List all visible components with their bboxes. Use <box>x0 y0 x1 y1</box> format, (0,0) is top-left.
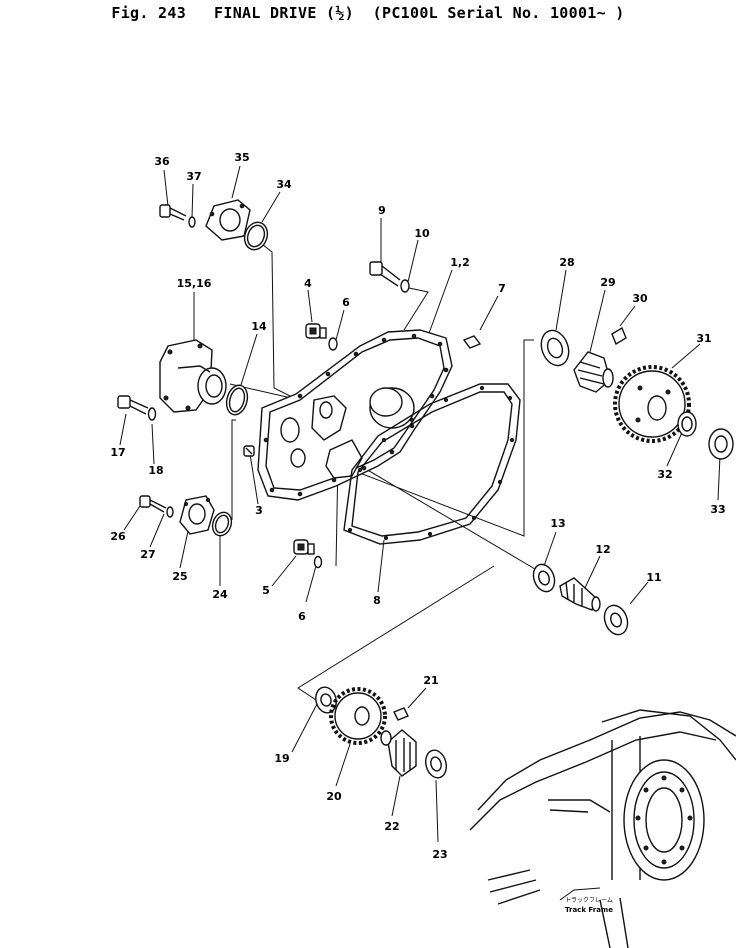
callout-36: 36 <box>154 155 170 168</box>
bearing-11 <box>603 604 629 636</box>
callout-22: 22 <box>384 820 399 833</box>
o-ring-14 <box>225 384 249 416</box>
washer-10 <box>400 279 410 293</box>
bolt-17 <box>117 395 149 415</box>
callout-24: 24 <box>212 588 228 601</box>
callout-14: 14 <box>251 320 267 333</box>
model-serial: (PC100L Serial No. 10001~ ) <box>372 4 625 22</box>
callout-11: 11 <box>646 571 661 584</box>
callout-20: 20 <box>326 790 342 803</box>
bearing-28 <box>540 329 570 367</box>
washer-27 <box>166 506 174 518</box>
callout-12: 12 <box>595 543 610 556</box>
bearing-23 <box>424 749 448 779</box>
callout-30: 30 <box>632 292 648 305</box>
washer-18 <box>147 407 157 421</box>
callout-37: 37 <box>186 170 201 183</box>
o-ring-24 <box>211 511 233 537</box>
callout-26: 26 <box>110 530 126 543</box>
callout-6-upper: 6 <box>342 296 350 309</box>
gear-20 <box>329 687 387 745</box>
figure-number: Fig. 243 <box>111 4 187 22</box>
callout-15-16: 15,16 <box>177 277 212 290</box>
shaft-22 <box>380 729 417 777</box>
plug-3 <box>243 445 255 457</box>
o-ring-6-upper <box>328 337 338 351</box>
frame-bolt-holes <box>635 775 693 865</box>
callout-32: 32 <box>657 468 672 481</box>
gasket-holes <box>347 385 515 541</box>
o-ring-6-lower <box>313 555 323 569</box>
housing-15-16 <box>159 339 227 413</box>
bolt-26 <box>139 495 167 513</box>
gear-31 <box>613 365 691 443</box>
track-frame-label: トラックフレーム Track Frame <box>565 897 613 914</box>
callout-labels: 36 37 35 34 9 10 1,2 28 29 30 31 15,16 4… <box>110 151 725 861</box>
shaft-12 <box>559 577 601 612</box>
track-frame-label-jp: トラックフレーム <box>565 897 613 904</box>
callout-25: 25 <box>172 570 187 583</box>
callout-17: 17 <box>110 446 125 459</box>
figure-name: FINAL DRIVE (½) <box>214 4 354 22</box>
final-drive-case <box>257 329 453 501</box>
callout-35: 35 <box>234 151 249 164</box>
callout-29: 29 <box>600 276 615 289</box>
o-ring-34 <box>243 221 269 251</box>
cover-25 <box>179 495 215 535</box>
pin-7 <box>462 335 482 349</box>
gasket <box>343 383 521 545</box>
callout-10: 10 <box>414 227 430 240</box>
bolt-36 <box>159 204 187 221</box>
figure-title: Fig. 243 FINAL DRIVE (½) (PC100L Serial … <box>0 4 736 22</box>
callout-1-2: 1,2 <box>450 256 470 269</box>
cover-35 <box>205 199 251 241</box>
key-30 <box>611 326 627 346</box>
callout-33: 33 <box>710 503 725 516</box>
callout-6-lower: 6 <box>298 610 306 623</box>
callout-18: 18 <box>148 464 163 477</box>
callout-8: 8 <box>373 594 381 607</box>
bolt-9 <box>369 261 401 287</box>
callout-34: 34 <box>276 178 292 191</box>
plug-4 <box>305 323 327 339</box>
pinion-29 <box>573 351 614 393</box>
plug-5 <box>293 539 315 555</box>
callout-3: 3 <box>255 504 263 517</box>
callout-7: 7 <box>498 282 506 295</box>
callout-23: 23 <box>432 848 447 861</box>
callout-21: 21 <box>423 674 438 687</box>
callout-19: 19 <box>274 752 289 765</box>
callout-9: 9 <box>378 204 386 217</box>
leader-lines <box>119 165 721 843</box>
callout-28: 28 <box>559 256 574 269</box>
track-frame-label-en: Track Frame <box>565 906 613 914</box>
bearing-33 <box>708 428 734 460</box>
callout-5: 5 <box>262 584 270 597</box>
callout-13: 13 <box>550 517 565 530</box>
washer-37 <box>188 216 196 228</box>
key-21 <box>393 707 409 721</box>
callout-4: 4 <box>304 277 312 290</box>
spacer-32 <box>677 411 697 437</box>
callout-27: 27 <box>140 548 155 561</box>
bearing-13 <box>532 563 556 593</box>
case-bolt-holes <box>263 333 449 497</box>
callout-31: 31 <box>696 332 711 345</box>
track-frame <box>469 709 736 948</box>
